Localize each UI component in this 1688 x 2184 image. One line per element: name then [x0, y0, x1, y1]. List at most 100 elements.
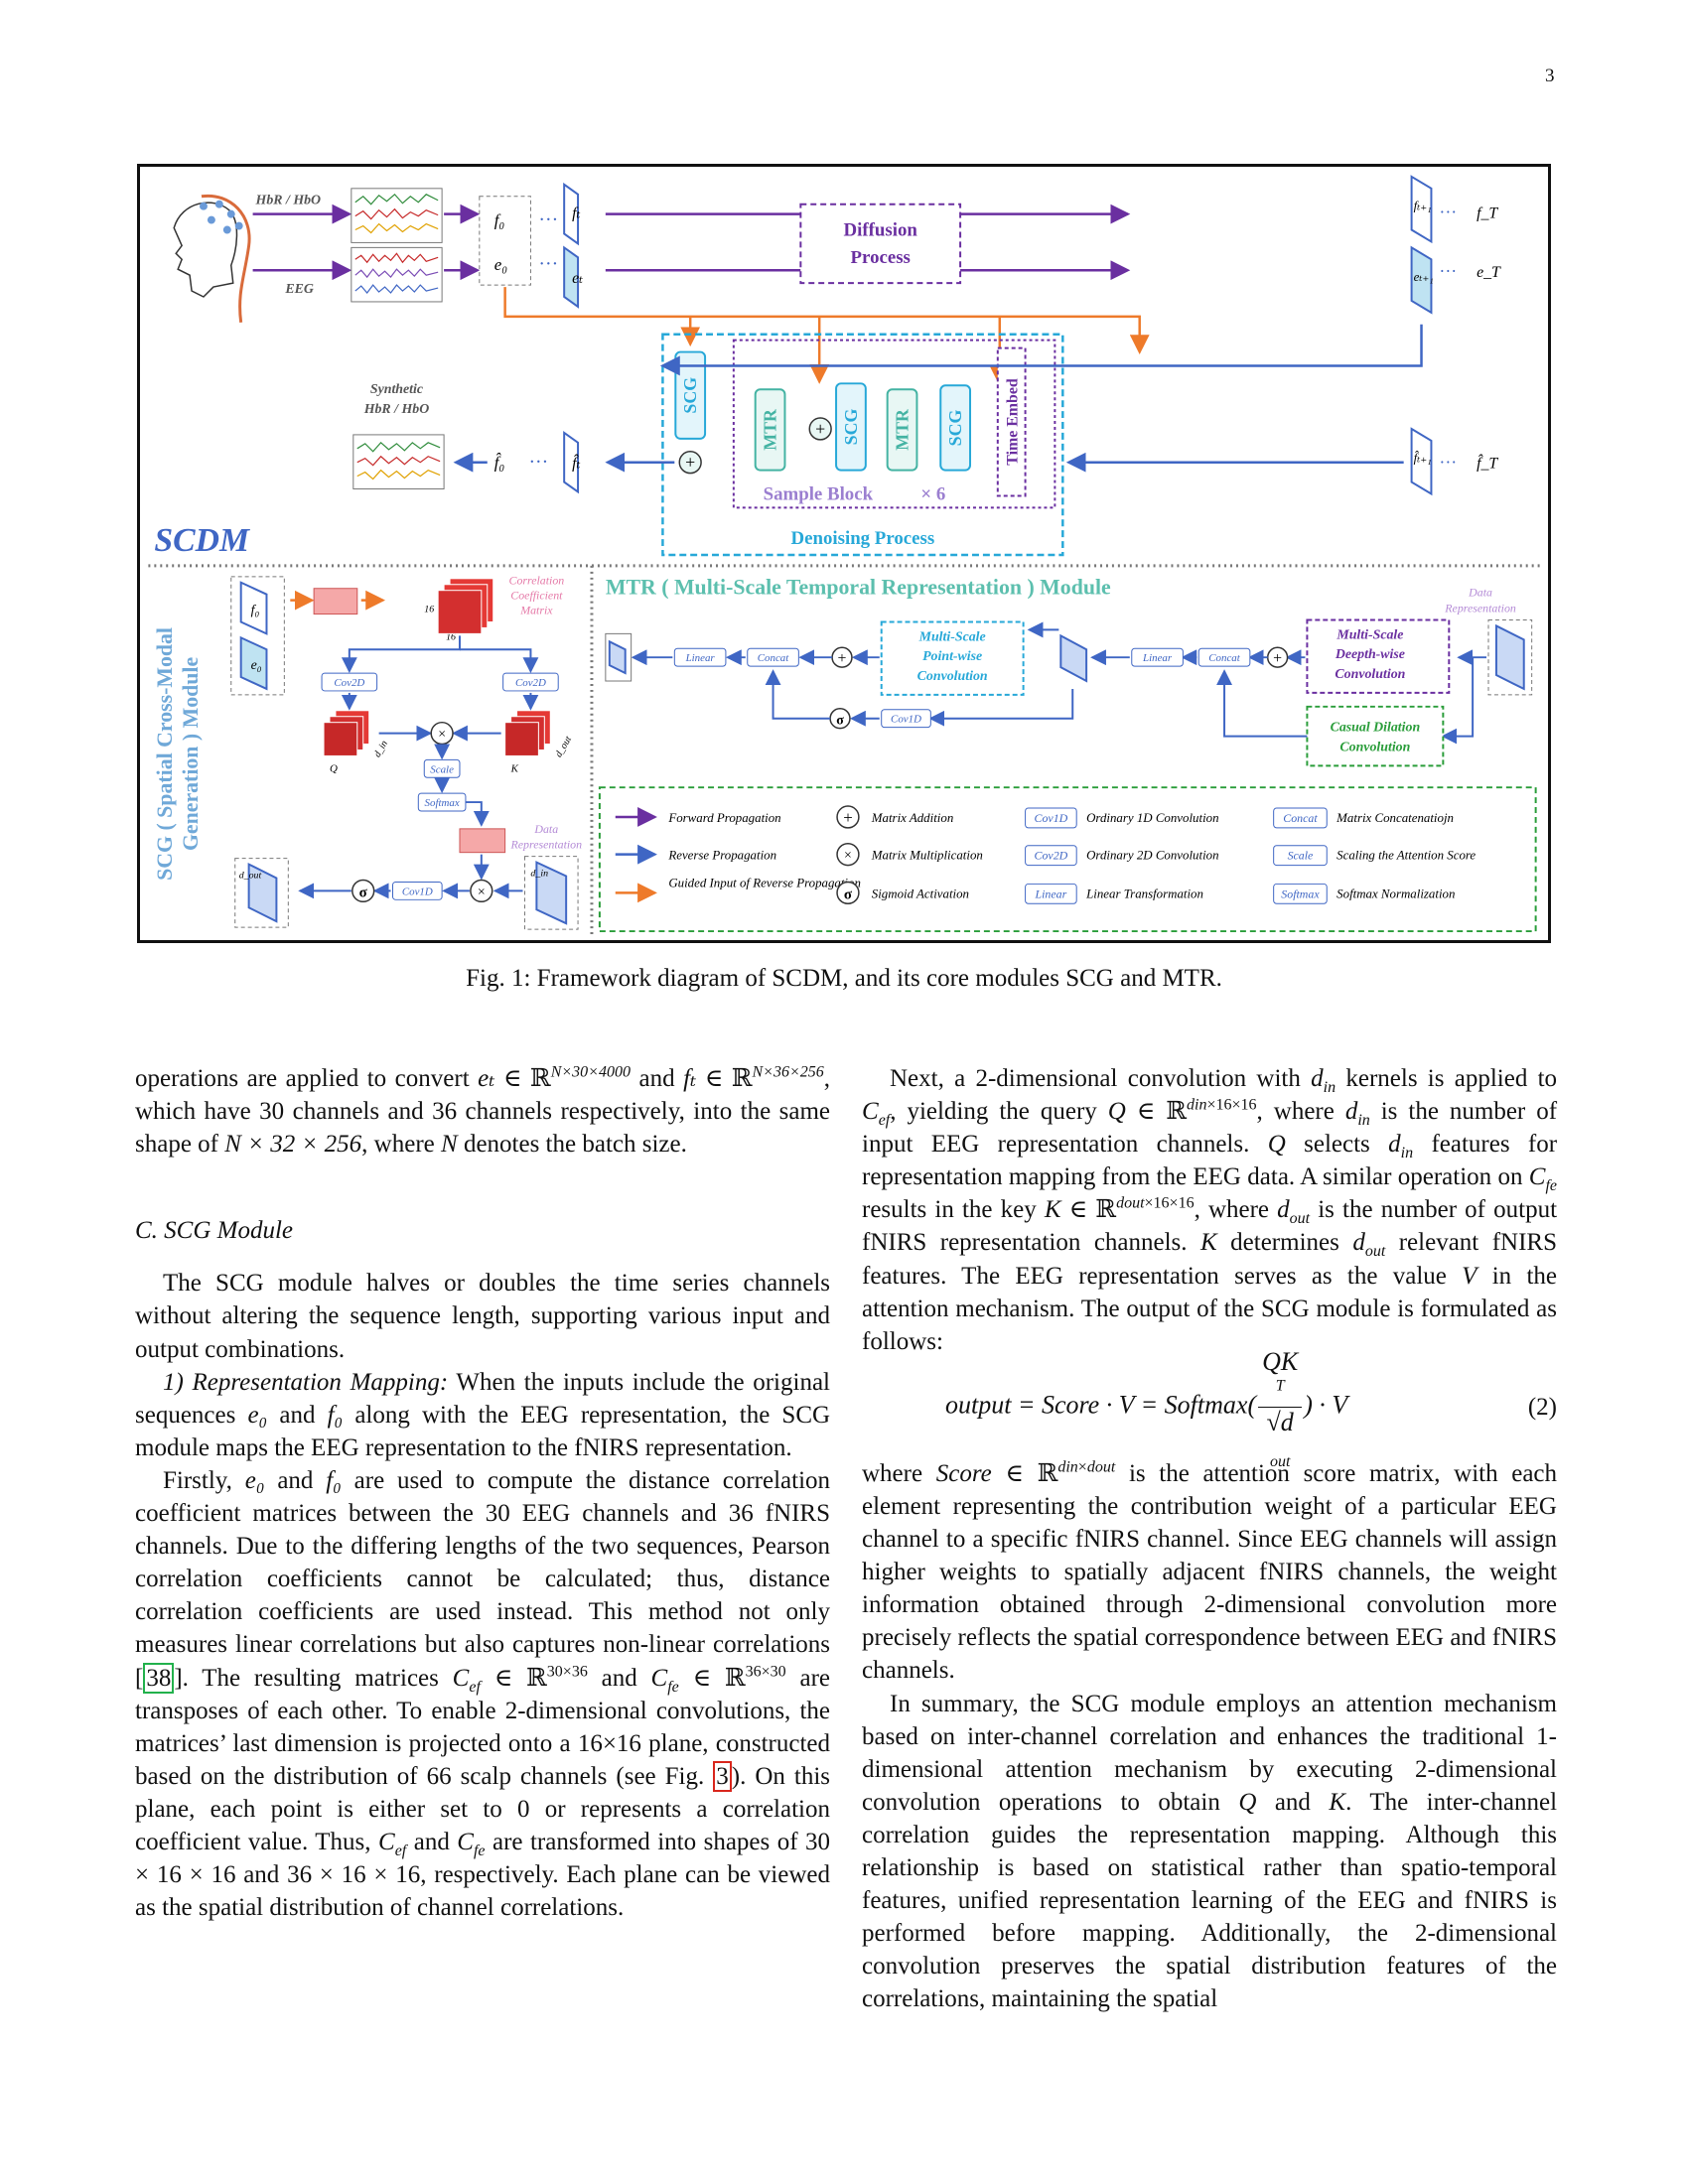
section-heading: C. SCG Module	[135, 1217, 294, 1245]
matrix-multiplication-legend-icon	[836, 843, 860, 867]
legend-key-box	[1273, 845, 1328, 867]
mtr-label: MTR	[761, 408, 780, 451]
citation-link[interactable]: 38	[143, 1662, 175, 1694]
msd-label-3: Convolution	[1335, 667, 1405, 682]
left-column: operations are applied to convert eₜ ∈ ℝ…	[135, 1062, 830, 1924]
ft-plane	[563, 182, 580, 246]
dimension-label: 16	[424, 605, 434, 615]
forward-arrow	[459, 648, 539, 674]
synthetic-label: Synthetic	[370, 382, 423, 397]
legend-key-box	[1025, 807, 1077, 829]
cdc-label-1: Casual Dilation	[1331, 721, 1421, 736]
ft1-plane	[1410, 175, 1433, 244]
legend-label: Sigmoid Activation	[872, 887, 969, 900]
msd-label-1: Multi-Scale	[1336, 627, 1403, 642]
denoising-label: Denoising Process	[791, 528, 935, 549]
diffusion-process-box	[799, 203, 962, 285]
legend-key: Cov1D	[1035, 811, 1068, 825]
plus-icon: +	[815, 419, 825, 439]
plus-icon: +	[838, 650, 847, 667]
framework-figure: HbR / HbO EEG f₀ e₀ ··· ··· fₜ eₜ Diffus…	[137, 164, 1551, 943]
legend-key-box	[1025, 845, 1077, 867]
original-sequences-box	[479, 196, 531, 286]
eeg-label: EEG	[284, 282, 314, 297]
fnirs-signal-thumbnail	[351, 188, 443, 243]
sample-block-label: Sample Block	[764, 483, 874, 504]
legend-label: Matrix Addition	[871, 811, 953, 825]
f0-label: f₀	[494, 211, 505, 230]
msp-label-1: Multi-Scale	[918, 629, 986, 644]
mtr-block	[754, 388, 786, 472]
ft-label: fₜ	[572, 205, 580, 222]
legend-key: Cov2D	[1035, 849, 1068, 863]
din-label: d_in	[530, 868, 548, 879]
times-icon: ×	[478, 885, 486, 899]
e0-label: e₀	[251, 658, 262, 673]
scg-label: SCG	[945, 410, 965, 447]
times-icon: ×	[844, 849, 852, 864]
linear-box	[1131, 647, 1184, 667]
msp-label-2: Point-wise	[922, 649, 982, 664]
reverse-arrow	[1216, 669, 1308, 738]
ellipsis: ···	[1439, 261, 1457, 281]
paragraph: Firstly, e₀ and f₀ are used to compute t…	[135, 1466, 831, 1922]
ft1-hat-label: f̂ₜ₊₁	[1414, 451, 1432, 466]
ellipsis: ···	[538, 209, 558, 231]
data-representation-label-1: Data	[533, 822, 558, 836]
scg-module-title-1: SCG ( Spatial Cross-Modal	[153, 627, 177, 881]
matrix-addition-legend-icon	[836, 805, 860, 829]
sample-block-box	[732, 339, 1056, 509]
plus-icon: +	[685, 453, 695, 473]
sigmoid-legend-icon	[836, 881, 860, 905]
forward-arrow	[341, 635, 461, 674]
mtr-block	[886, 388, 918, 472]
repeat-count: × 6	[920, 483, 945, 504]
sigma-glyph: σ	[844, 887, 852, 902]
figure-reference-link[interactable]: 3	[713, 1760, 732, 1792]
scdm-title: SCDM	[154, 522, 250, 559]
ft1-label: fₜ₊₁	[1414, 200, 1432, 213]
et-plane	[563, 245, 580, 309]
diffusion-label: Diffusion	[844, 219, 918, 240]
et1-label: eₜ₊₁	[1414, 270, 1434, 284]
cov1d-box	[881, 709, 931, 729]
fT-label: f_T	[1477, 205, 1498, 222]
hbr-hbo-label: HbR / HbO	[255, 194, 322, 208]
din-plane	[535, 861, 568, 925]
paragraph: 1) Representation Mapping: When the inpu…	[135, 1368, 831, 1461]
ellipsis: ···	[1439, 203, 1457, 222]
msd-conv-box	[1306, 618, 1451, 694]
legend-key: Softmax	[1281, 887, 1320, 900]
mtr-input-plane	[1494, 623, 1525, 691]
legend-label: Ordinary 2D Convolution	[1086, 849, 1218, 863]
legend-label: Forward Propagation	[667, 811, 780, 825]
paragraph: operations are applied to convert eₜ ∈ ℝ…	[135, 1063, 831, 1159]
cov2d-label: Cov2D	[334, 677, 364, 689]
head-illustration	[173, 194, 251, 323]
dout-plane	[247, 862, 278, 923]
synthetic-signal-thumbnail	[352, 434, 445, 489]
times-icon: ×	[438, 728, 446, 743]
legend-label: Linear Transformation	[1085, 887, 1203, 900]
scg-label: SCG	[680, 377, 700, 414]
legend-label: Matrix Concatenatiojn	[1336, 811, 1454, 825]
eT-label: e_T	[1477, 264, 1501, 281]
dout-label: d_out	[553, 735, 574, 759]
concat-label: Concat	[758, 652, 789, 664]
legend-key: Scale	[1288, 849, 1314, 863]
plus-icon: +	[1273, 650, 1282, 667]
ft-hat-label: f̂ₜ	[572, 453, 580, 472]
paragraph: In summary, the SCG module employs an at…	[862, 1690, 1558, 2013]
ft1-hat-plane	[1410, 427, 1433, 496]
linear-box	[673, 647, 727, 667]
forward-arrow	[465, 801, 490, 827]
legend-label: Reverse Propagation	[667, 849, 776, 863]
matrix-multiplication-icon	[470, 879, 493, 903]
reverse-arrow	[765, 669, 831, 720]
ellipsis: ···	[1439, 453, 1457, 473]
concat-box	[1197, 647, 1251, 667]
eeg-signal-thumbnail	[351, 246, 443, 303]
matrix-label: Matrix	[519, 604, 553, 617]
matrix-addition-icon	[808, 417, 832, 441]
